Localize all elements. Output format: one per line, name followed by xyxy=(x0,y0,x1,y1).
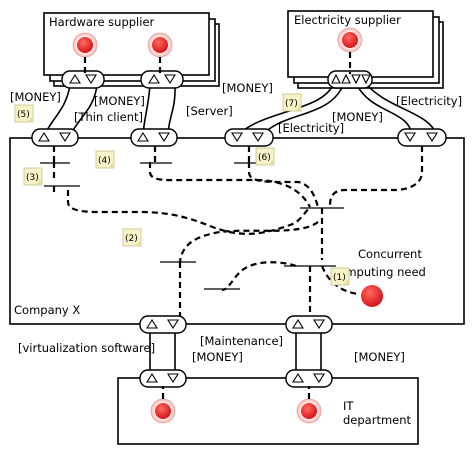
money-label: [MONEY] xyxy=(94,94,145,108)
concurrent-need-stimulus-icon xyxy=(361,285,383,307)
company-x-title: Company X xyxy=(14,303,80,317)
server-label: [Server] xyxy=(186,104,233,118)
note-icon[interactable]: (7) xyxy=(282,93,302,112)
need-label-line2: computing need xyxy=(332,265,426,279)
value-port xyxy=(140,70,184,89)
need-label-line1: Concurrent xyxy=(358,247,422,261)
value-ports xyxy=(31,70,447,388)
transfer-labels: [MONEY] [MONEY] [Thin client] [Server] [… xyxy=(10,81,462,364)
note-icon[interactable]: (6) xyxy=(255,147,275,166)
value-port xyxy=(285,369,333,388)
start-stimulus-icon xyxy=(147,32,173,58)
note-icon[interactable]: (3) xyxy=(23,167,43,186)
money-label: [MONEY] xyxy=(332,110,383,124)
value-port xyxy=(224,128,274,147)
value-port xyxy=(285,315,333,334)
value-port xyxy=(31,128,79,147)
svg-text:(1): (1) xyxy=(333,273,346,283)
money-label: [MONEY] xyxy=(10,90,61,104)
value-port xyxy=(130,128,178,147)
svg-text:(6): (6) xyxy=(258,153,271,163)
start-stimulus-icon xyxy=(337,27,363,53)
value-port xyxy=(139,315,187,334)
svg-text:(3): (3) xyxy=(26,173,39,183)
note-icon[interactable]: (2) xyxy=(122,228,142,247)
value-port xyxy=(61,70,105,89)
it-department-title-line2: department xyxy=(343,413,412,427)
maintenance-label: [Maintenance] xyxy=(200,334,283,348)
virtualization-label: [virtualization software] xyxy=(18,341,155,355)
svg-text:(4): (4) xyxy=(98,156,111,166)
hardware-supplier-title: Hardware supplier xyxy=(49,15,155,29)
value-port xyxy=(139,369,187,388)
money-label: [MONEY] xyxy=(192,350,243,364)
and-bars xyxy=(40,162,344,290)
electricity-label: [Electricity] xyxy=(396,94,462,108)
value-port xyxy=(327,70,373,89)
electricity-supplier-title: Electricity supplier xyxy=(294,13,401,27)
electricity-label: [Electricity] xyxy=(278,121,344,135)
it-department-actor: IT department xyxy=(117,377,419,445)
thin-client-label: [Thin client] xyxy=(74,110,143,124)
note-icon[interactable]: (1) xyxy=(330,267,350,286)
money-label: [MONEY] xyxy=(222,81,273,95)
start-stimulus-icon xyxy=(296,398,322,424)
svg-text:(5): (5) xyxy=(17,110,30,120)
it-department-title-line1: IT xyxy=(343,399,354,413)
note-icon[interactable]: (5) xyxy=(14,104,34,123)
dependency-paths xyxy=(52,52,424,399)
start-stimulus-icon xyxy=(72,32,98,58)
start-stimulus-icon xyxy=(150,398,176,424)
note-icon[interactable]: (4) xyxy=(95,150,115,169)
value-port xyxy=(397,128,447,147)
svg-text:(7): (7) xyxy=(285,99,298,109)
money-label: [MONEY] xyxy=(354,350,405,364)
svg-text:(2): (2) xyxy=(125,234,138,244)
